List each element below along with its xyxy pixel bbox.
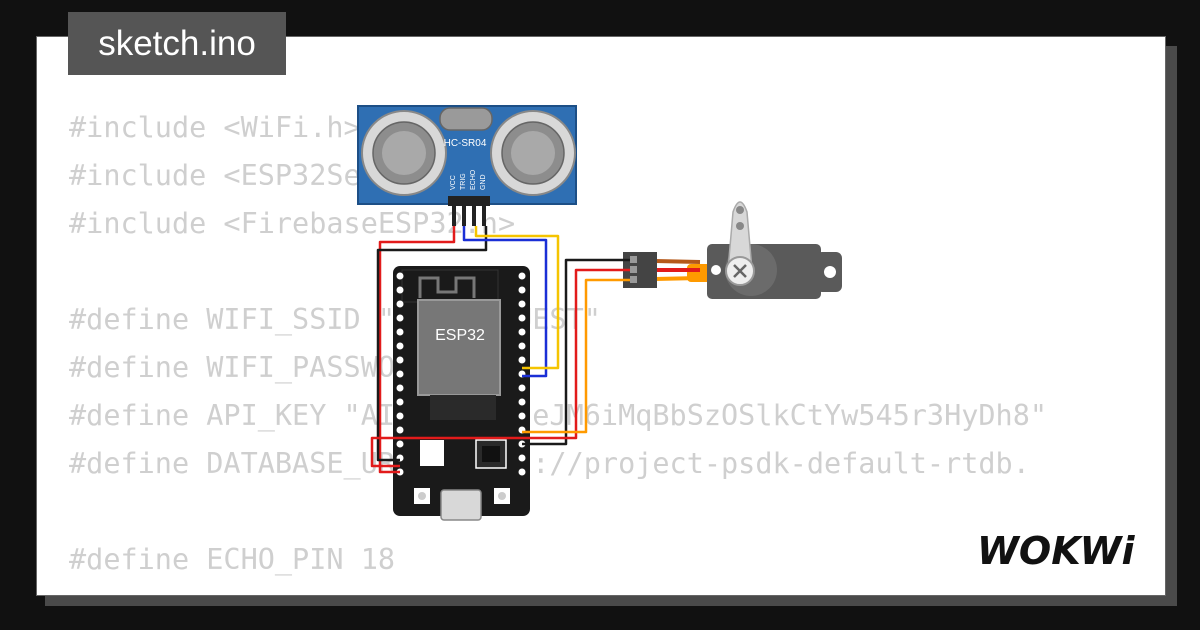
pin-label: GND [480, 174, 487, 190]
wire-blue-trig [462, 226, 548, 378]
logo-text: WOKWi [977, 529, 1136, 573]
sensor-label: HC-SR04 [444, 138, 487, 149]
code-card: #include <WiFi.h>#include <ESP32Servo.h>… [36, 36, 1166, 596]
wire-black-gnd [376, 226, 488, 462]
right-pin-header[interactable] [518, 272, 526, 476]
wokwi-logo: WOKWi [977, 529, 1136, 573]
code-line: #include <WiFi.h> [69, 111, 361, 144]
pin-label: VCC [450, 175, 457, 190]
pin-label: TRIG [460, 173, 467, 190]
ultrasonic-sensor[interactable]: HC-SR04 VCC TRIG ECHO GND [357, 105, 577, 226]
wire-orange-servo-signal [522, 278, 630, 434]
wires [370, 226, 630, 474]
file-title: sketch.ino [68, 12, 286, 75]
wire-red-servo-vcc [370, 268, 630, 468]
board-label: ESP32 [435, 327, 485, 344]
wire-black-servo-gnd [522, 258, 630, 446]
wire-red-vcc [378, 226, 456, 474]
code-line: #define TRIG_PIN 5 [69, 584, 1047, 595]
esp32-board[interactable]: ESP32 [393, 266, 530, 521]
code-listing: #include <WiFi.h>#include <ESP32Servo.h>… [69, 104, 1047, 595]
pin-label: ECHO [470, 169, 477, 190]
servo-motor[interactable] [623, 201, 842, 299]
left-pin-header[interactable] [396, 272, 404, 476]
wire-yellow-echo [474, 226, 560, 370]
code-line: #include <FirebaseESP32.h> [69, 207, 516, 240]
code-line: #define ECHO_PIN 18 [69, 543, 396, 576]
